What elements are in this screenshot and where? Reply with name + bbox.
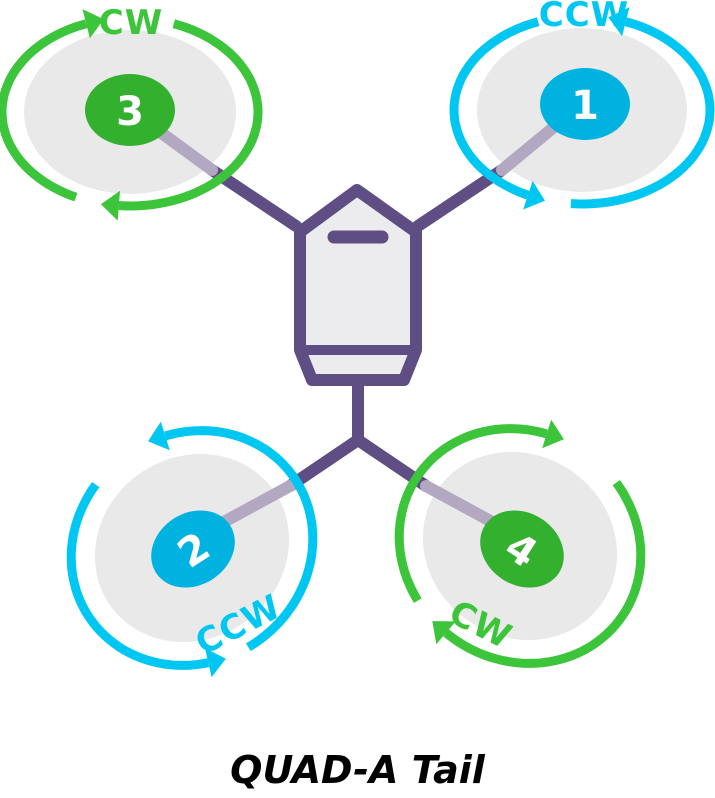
rotation-arc-1-1	[570, 17, 715, 209]
rotation-arc-2-2	[66, 481, 210, 670]
rotation-arc-3-1	[118, 19, 263, 211]
motor-2: 2	[151, 510, 235, 588]
rotation-arc-3-2	[0, 19, 88, 202]
motor-number-3: 3	[116, 89, 144, 135]
shaft-1	[496, 116, 566, 176]
rotation-arc-2-1	[164, 426, 318, 652]
direction-label-1: CCW	[539, 0, 629, 35]
motor-4: 4	[480, 510, 564, 588]
fuselage	[294, 184, 422, 386]
direction-label-3: CW	[99, 3, 163, 43]
cw-arrow-icon	[100, 190, 120, 221]
rotation-ring-4	[394, 419, 646, 668]
rotation-arc-4-1	[443, 479, 646, 668]
cw-arrow-icon	[542, 419, 564, 449]
ccw-arrow-icon	[205, 648, 226, 678]
motor-hub-1	[540, 68, 630, 140]
motor-hub-4	[480, 510, 564, 588]
rotation-ring-3	[0, 9, 263, 221]
motor-number-1: 1	[571, 83, 599, 129]
cw-arrow-icon	[432, 621, 456, 645]
rotation-rings	[0, 7, 715, 678]
rotation-arc-4-2	[394, 424, 548, 603]
diagram-title: QUAD-A Tail	[230, 748, 485, 792]
rotation-arc-1-2	[449, 17, 540, 200]
cw-arrow-icon	[82, 9, 104, 39]
ccw-arrow-icon	[523, 180, 545, 210]
rotation-ring-2	[66, 421, 318, 678]
ccw-arrow-icon	[148, 421, 170, 451]
ccw-arrow-icon	[608, 7, 630, 37]
motor-3: 3	[85, 74, 175, 146]
shaft-4	[420, 480, 502, 530]
rotation-ring-1	[449, 7, 715, 210]
motor-hub-3	[85, 74, 175, 146]
motor-hub-2	[151, 510, 235, 588]
shaft-2	[214, 480, 296, 530]
motor-1: 1	[540, 68, 630, 140]
motor-hubs: 1 3 2 4	[85, 68, 630, 588]
arm-rear-left	[284, 434, 364, 492]
